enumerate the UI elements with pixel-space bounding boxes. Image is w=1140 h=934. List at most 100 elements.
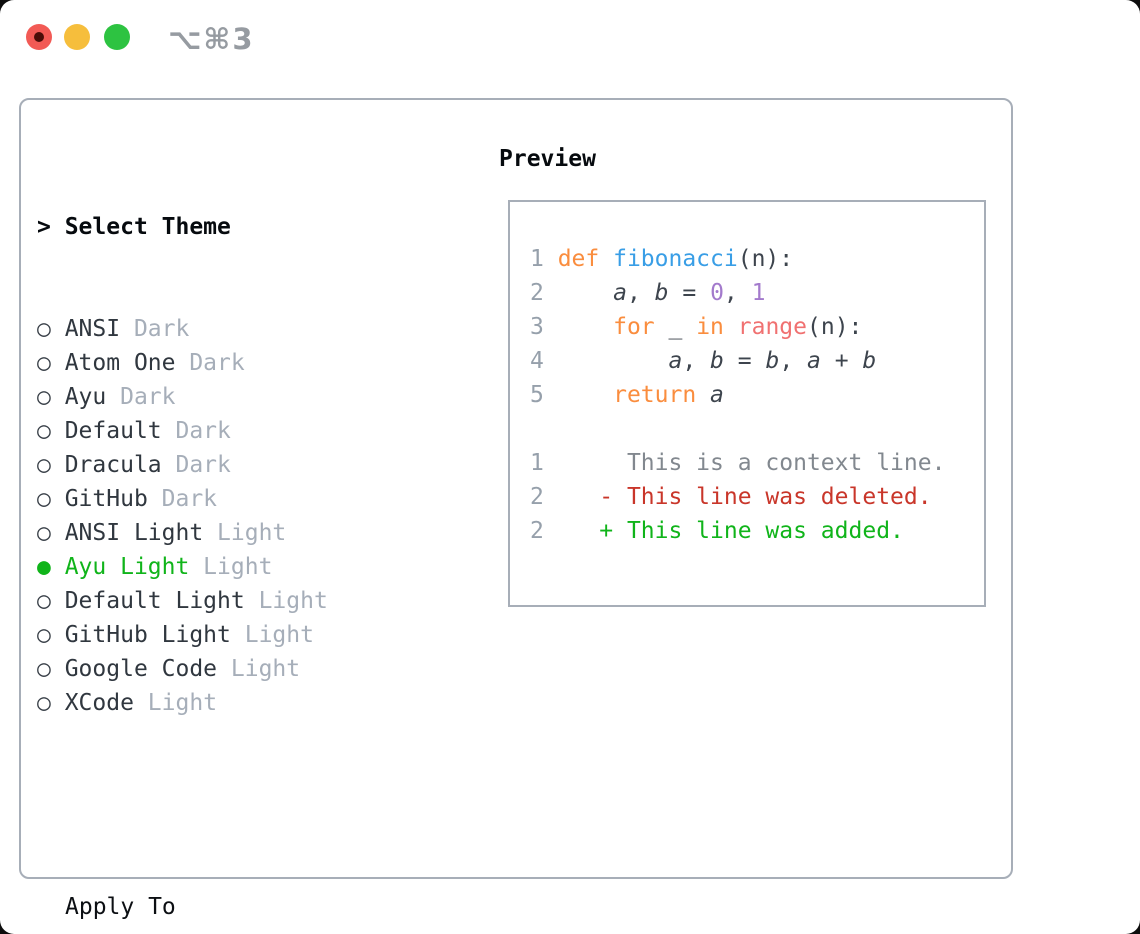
- code-token-plain: [696, 382, 710, 408]
- theme-variant-badge: Light: [189, 554, 273, 580]
- radio-icon: ○: [37, 690, 65, 716]
- radio-icon: ○: [37, 384, 65, 410]
- code-line: 4 a, b = b, a + b: [530, 344, 984, 378]
- radio-icon: ○: [37, 656, 65, 682]
- code-token-number: 0: [710, 280, 724, 306]
- theme-list: > Select Theme ○ ANSI Dark○ Atom One Dar…: [37, 142, 425, 934]
- theme-name: Ayu Light: [64, 554, 190, 580]
- close-button[interactable]: [26, 24, 52, 50]
- code-token-variable: b: [765, 348, 780, 374]
- prompt-arrow-icon: >: [37, 214, 65, 240]
- theme-option-ayu-light-light[interactable]: ● Ayu Light Light: [37, 550, 425, 584]
- code-token-plain: (n):: [737, 246, 794, 272]
- code-token-variable: b: [862, 348, 877, 374]
- radio-icon: ○: [37, 588, 65, 614]
- theme-variant-badge: Light: [230, 622, 314, 648]
- theme-option-atom-one-dark[interactable]: ○ Atom One Dark: [37, 346, 425, 380]
- line-number: 3: [530, 314, 558, 340]
- code-token-plain: +: [820, 348, 863, 374]
- theme-option-default-light-light[interactable]: ○ Default Light Light: [37, 584, 425, 618]
- code-token-plain: ,: [626, 280, 655, 306]
- theme-option-xcode-light[interactable]: ○ XCode Light: [37, 686, 425, 720]
- theme-name: GitHub: [64, 486, 148, 512]
- code-line: 2 + This line was added.: [530, 514, 984, 548]
- code-token-plain: ,: [779, 348, 808, 374]
- radio-icon: ○: [37, 520, 65, 546]
- theme-option-ansi-light-light[interactable]: ○ ANSI Light Light: [37, 516, 425, 550]
- code-token-plain: [558, 382, 613, 408]
- preview-title: Preview: [499, 146, 596, 172]
- radio-icon: ○: [37, 486, 65, 512]
- theme-name: Google Code: [64, 656, 218, 682]
- radio-icon: ○: [37, 316, 65, 342]
- code-token-plain: ,: [682, 348, 711, 374]
- theme-name: ANSI: [64, 316, 121, 342]
- code-line: 1 This is a context line.: [530, 446, 984, 480]
- theme-name: XCode: [64, 690, 134, 716]
- line-number: 2: [530, 484, 558, 510]
- code-token-plain: [558, 348, 669, 374]
- code-token-keyword: in: [696, 314, 724, 340]
- theme-option-default-dark[interactable]: ○ Default Dark: [37, 414, 425, 448]
- code-line: 3 for _ in range(n):: [530, 310, 984, 344]
- theme-name: Default: [64, 418, 162, 444]
- code-token-plain: (n):: [807, 314, 863, 340]
- theme-option-google-code-light[interactable]: ○ Google Code Light: [37, 652, 425, 686]
- code-token-variable: a: [668, 348, 683, 374]
- code-line: [530, 412, 984, 446]
- theme-variant-badge: Light: [203, 520, 287, 546]
- line-number: 4: [530, 348, 558, 374]
- theme-variant-badge: Dark: [120, 316, 190, 342]
- code-token-plain: =: [723, 348, 766, 374]
- code-token-number: 1: [751, 280, 766, 306]
- theme-name: Dracula: [64, 452, 162, 478]
- theme-variant-badge: Dark: [161, 452, 231, 478]
- code-token-keyword: def: [557, 246, 614, 272]
- theme-option-ansi-dark[interactable]: ○ ANSI Dark: [37, 312, 425, 346]
- theme-name: Atom One: [64, 350, 176, 376]
- theme-name: Default Light: [64, 588, 245, 614]
- code-token-plain: =: [668, 280, 711, 306]
- theme-options: ○ ANSI Dark○ Atom One Dark○ Ayu Dark○ De…: [37, 312, 425, 720]
- minimize-button[interactable]: [64, 24, 90, 50]
- code-token-added: + This line was added.: [557, 518, 904, 544]
- code-token-plain: [558, 314, 613, 340]
- code-token-special: range: [737, 314, 807, 340]
- record-dot-icon: [34, 32, 44, 42]
- code-line: 2 a, b = 0, 1: [530, 276, 984, 310]
- radio-icon: ○: [37, 418, 65, 444]
- code-token-variable: a: [613, 280, 627, 306]
- theme-variant-badge: Dark: [175, 350, 245, 376]
- line-number: 2: [530, 280, 558, 306]
- theme-name: Ayu: [64, 384, 107, 410]
- spacer: [37, 788, 425, 822]
- radio-selected-icon: ●: [37, 554, 65, 580]
- radio-icon: ○: [37, 622, 65, 648]
- theme-variant-badge: Light: [244, 588, 328, 614]
- theme-variant-badge: Dark: [106, 384, 176, 410]
- zoom-button[interactable]: [104, 24, 130, 50]
- code-token-plain: [558, 280, 613, 306]
- select-theme-label: Select Theme: [64, 214, 231, 240]
- theme-option-dracula-dark[interactable]: ○ Dracula Dark: [37, 448, 425, 482]
- theme-variant-badge: Dark: [147, 486, 218, 512]
- line-number: 1: [530, 450, 558, 476]
- code-token-deleted: - This line was deleted.: [557, 484, 932, 510]
- theme-option-github-dark[interactable]: ○ GitHub Dark: [37, 482, 425, 516]
- code-token-variable: a: [807, 348, 821, 374]
- code-token-variable: a: [710, 382, 724, 408]
- theme-option-ayu-dark[interactable]: ○ Ayu Dark: [37, 380, 425, 414]
- code-line: 2 - This line was deleted.: [530, 480, 984, 514]
- theme-variant-badge: Light: [133, 690, 218, 716]
- apply-to-title: Apply To: [65, 894, 176, 920]
- theme-name: ANSI Light: [64, 520, 204, 546]
- theme-variant-badge: Light: [217, 656, 301, 682]
- theme-option-github-light-light[interactable]: ○ GitHub Light Light: [37, 618, 425, 652]
- code-line: 1 def fibonacci(n):: [530, 242, 984, 276]
- code-token-context: This is a context line.: [557, 450, 946, 476]
- select-theme-title: > Select Theme: [37, 210, 425, 244]
- line-number: 1: [530, 246, 558, 272]
